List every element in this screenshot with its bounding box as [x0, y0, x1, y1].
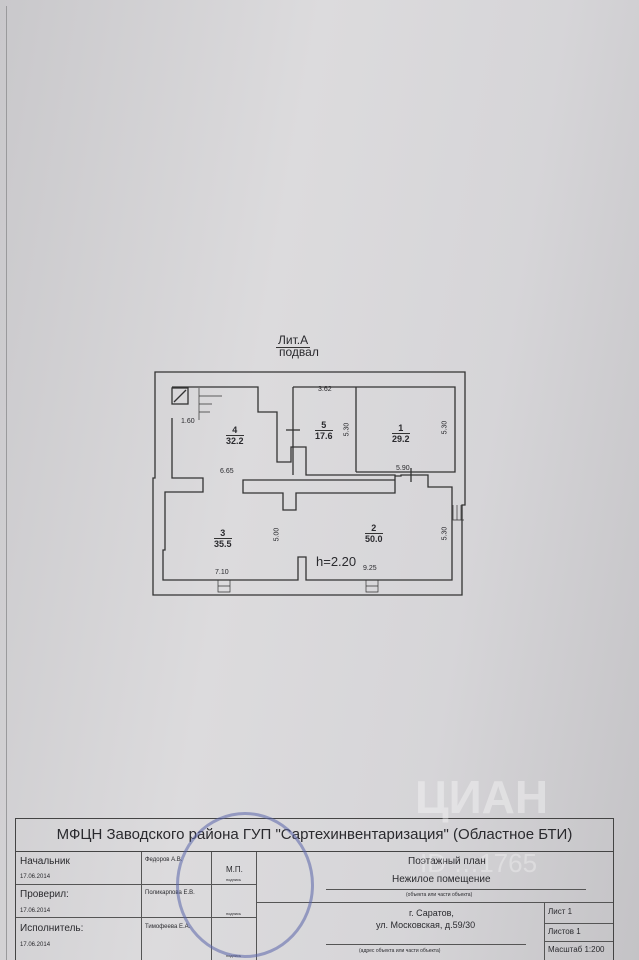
dimension: 5.00	[273, 527, 281, 542]
dimension: 7.10	[215, 569, 229, 576]
date: 17.06.2014	[20, 942, 51, 948]
address-caption: (адрес объекта или части объекта)	[359, 948, 441, 954]
paper-sheet	[6, 6, 613, 960]
dimension: 3.62	[318, 386, 332, 393]
document-type: Поэтажный план	[408, 856, 486, 867]
watermark-logo: ЦИАН	[415, 771, 549, 823]
stairs-icon	[217, 580, 231, 593]
stairs-icon	[452, 505, 464, 521]
watermark-id: ID …1765	[420, 848, 538, 878]
dimension: 5.30	[441, 420, 449, 435]
dimension: 5.30	[343, 422, 351, 437]
title-block: МФЦН Заводского района ГУП "Сартехинвент…	[15, 818, 614, 960]
plan-subtitle: подвал	[279, 345, 319, 359]
sheet-number: Лист 1	[548, 907, 573, 916]
dimension: 1.60	[181, 418, 195, 425]
role-label: Проверил:	[20, 889, 69, 900]
official-seal-stamp	[176, 812, 314, 958]
dimension: 5.30	[441, 526, 449, 541]
stairs-icon	[198, 388, 222, 420]
date: 17.06.2014	[20, 908, 51, 914]
person-name: Федоров А.В.	[145, 857, 183, 863]
sheet-count: Листов 1	[548, 927, 581, 936]
scale: Масштаб 1:200	[548, 945, 605, 954]
role-label: Исполнитель:	[20, 923, 84, 934]
person-name: Поликарпова Е.В.	[145, 890, 195, 896]
address-city: г. Саратов,	[409, 908, 454, 918]
role-label: Начальник	[20, 856, 70, 867]
dimension: 9.25	[363, 565, 377, 572]
outer-wall	[152, 371, 466, 596]
stairs-icon	[365, 580, 379, 593]
room-5-1-walls	[292, 386, 456, 475]
plan-title: Лит.А	[276, 333, 311, 348]
person-name: Тимофеева Е.А.	[145, 924, 191, 930]
organization-name: МФЦН Заводского района ГУП "Сартехинвент…	[16, 819, 613, 852]
object-type: Нежилое помещение	[392, 874, 491, 885]
address-street: ул. Московская, д.59/30	[376, 920, 476, 930]
inner-wall	[162, 386, 453, 581]
dimension: 6.65	[220, 468, 234, 475]
ceiling-height: h=2.20	[316, 554, 357, 569]
date: 17.06.2014	[20, 874, 51, 880]
dimension: 5.90	[396, 465, 410, 472]
vent-icon	[171, 387, 189, 405]
object-caption: (объекта или части объекта)	[406, 892, 473, 898]
